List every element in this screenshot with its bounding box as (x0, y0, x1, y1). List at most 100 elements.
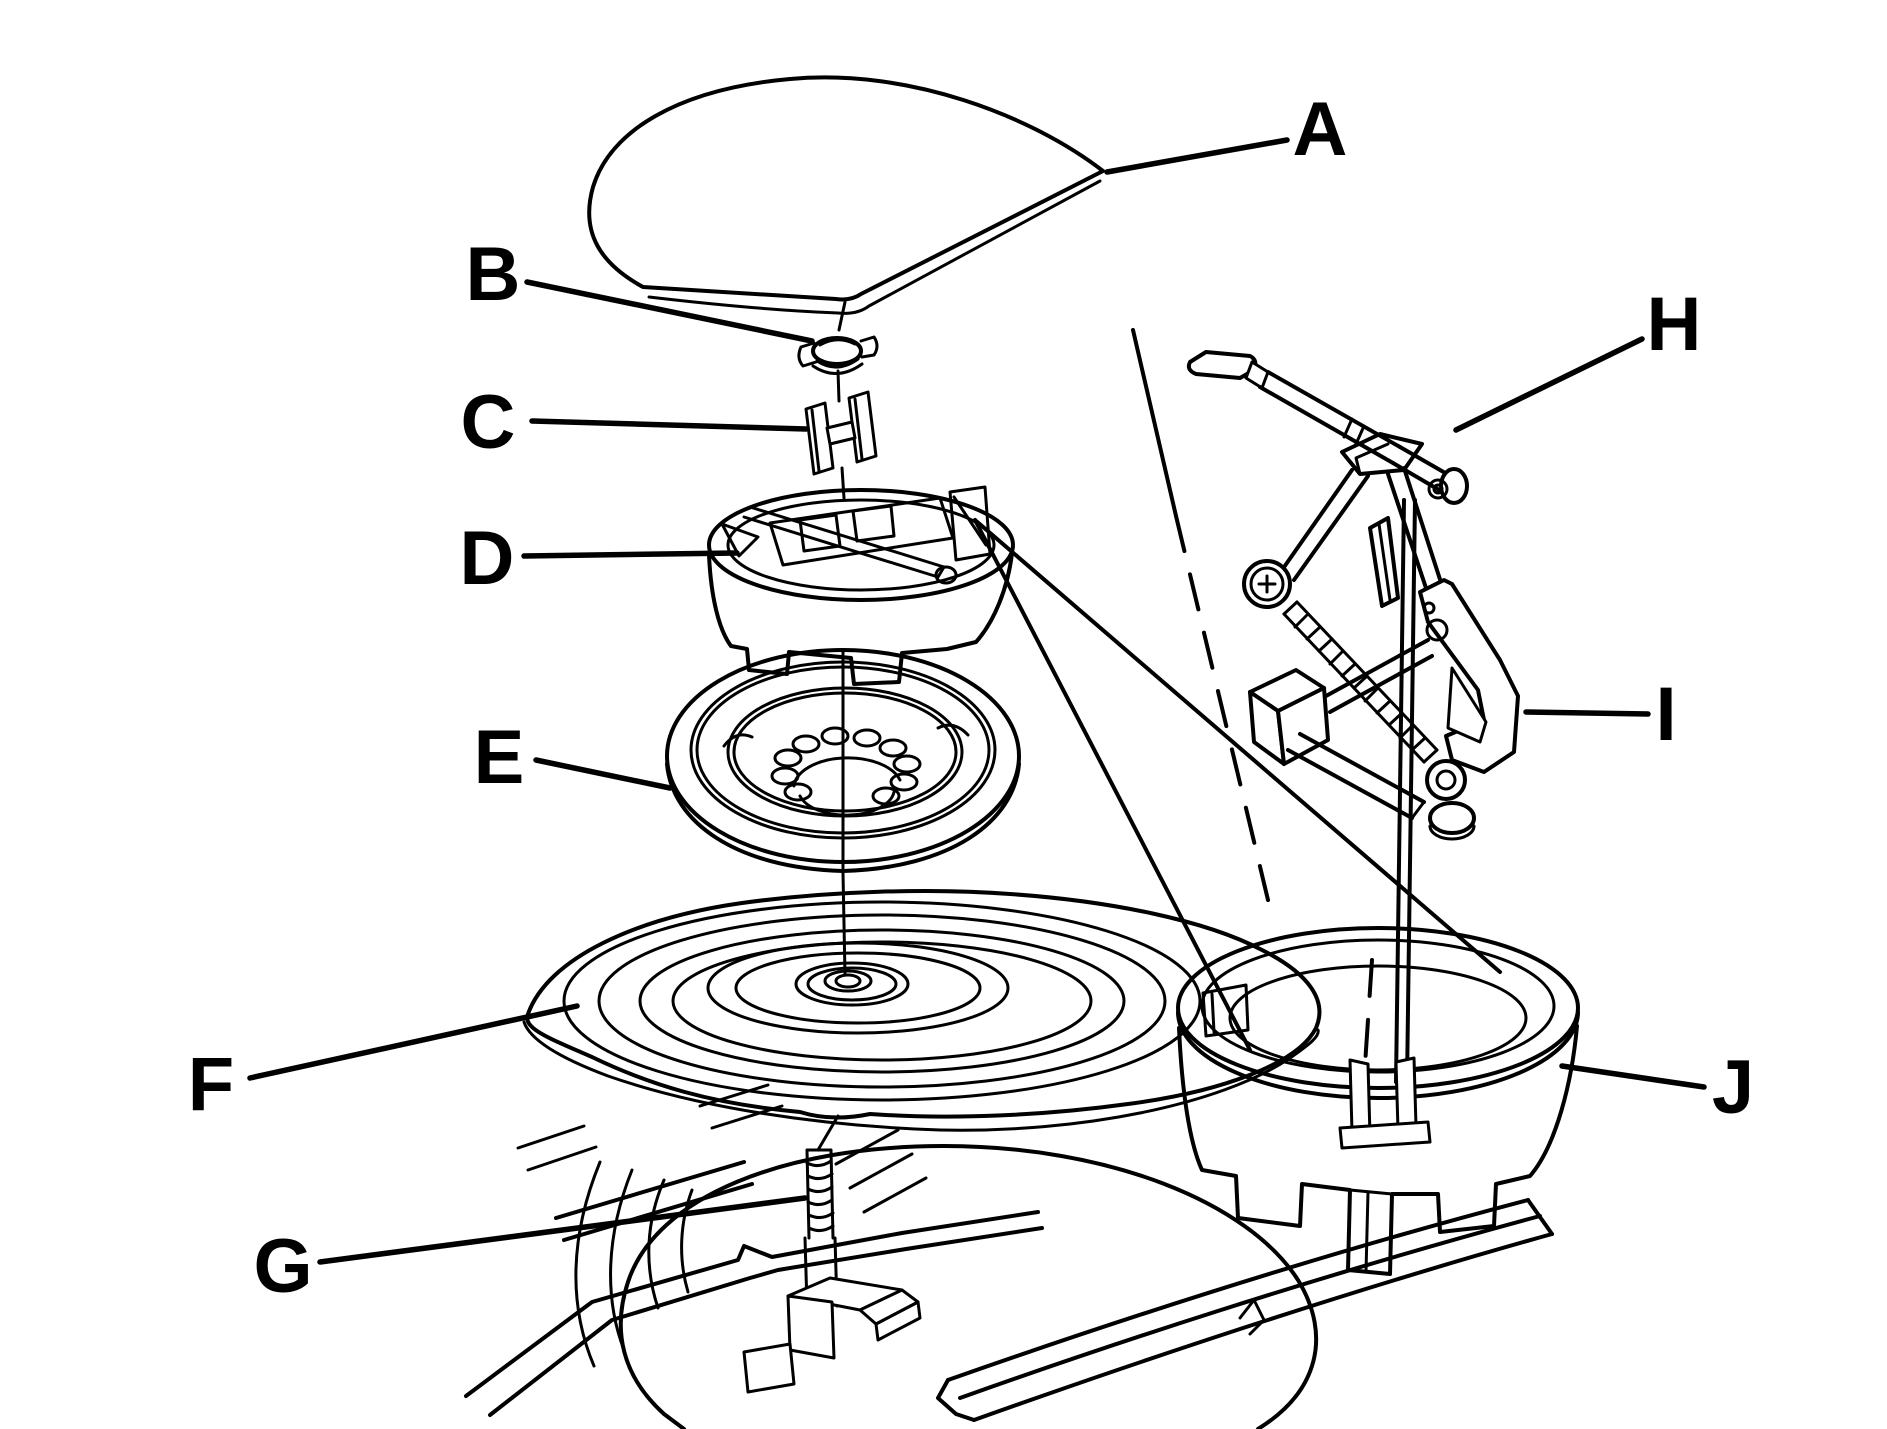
handle-grip (1391, 461, 1448, 496)
part-label-h: H (1647, 282, 1702, 367)
container-rim-inner (1200, 938, 1556, 1074)
jack-lower-arm (1324, 638, 1430, 698)
tool-holder-rim (707, 488, 1015, 602)
rim-notch (936, 723, 970, 737)
tray-boss (794, 961, 910, 1007)
clip-crossbar (825, 420, 857, 446)
tool-foam-insert (768, 496, 955, 567)
tool-holder-body (707, 551, 1014, 686)
handle-flat-tip (1186, 350, 1258, 380)
part-label-g: G (253, 1224, 312, 1309)
handle-collar (1244, 360, 1270, 390)
cover-panel (587, 75, 1105, 315)
handle-shaft (1266, 370, 1402, 449)
container-center-bracket (1348, 1058, 1372, 1138)
jack-lower-arm (1286, 748, 1414, 820)
tire-inner-ring (689, 660, 997, 840)
tire-outer (665, 648, 1021, 864)
sill-notch (1238, 1298, 1266, 1336)
part-labels: A B C D E F G H I J (188, 87, 1754, 1309)
leader-line-i (1523, 709, 1651, 717)
hatch-line (834, 1128, 900, 1166)
fan-line (973, 518, 1502, 974)
tire-tray (522, 889, 1322, 1132)
tray-ring (597, 913, 1167, 1089)
jack-foot-block (1276, 686, 1330, 766)
projection-line (1131, 328, 1178, 518)
sill-strip (972, 1232, 1554, 1422)
tire-inner-ring (695, 665, 991, 835)
container-rim-outer (1176, 926, 1580, 1090)
hidden-projection-line (1362, 958, 1374, 1082)
part-label-c: C (461, 380, 516, 465)
container-front-tab (1364, 1190, 1370, 1274)
jack-upper-arm (1402, 466, 1448, 600)
hatch-line (516, 1124, 586, 1150)
leader-line-c (529, 418, 809, 432)
container-floor (1228, 964, 1528, 1072)
cover-panel-top (587, 75, 1105, 302)
wheel-rim-ring (726, 686, 964, 818)
wing-nut-left-wing (797, 341, 818, 368)
leader-line-d (521, 550, 740, 559)
fan-line (973, 518, 1252, 1052)
wheel-wrench-rod (742, 505, 946, 579)
leader-line-h (1453, 336, 1645, 433)
handle-mid-band (1342, 417, 1366, 446)
part-label-a: A (1293, 87, 1348, 172)
wheelhouse-arc (680, 1188, 694, 1294)
tray-ring (638, 928, 1126, 1074)
part-label-f: F (188, 1042, 234, 1127)
handle-shaft (1258, 385, 1395, 465)
sill-strip (958, 1214, 1542, 1400)
cover-panel-thickness (647, 179, 1102, 315)
jack-roller (1428, 801, 1476, 835)
scissor-jack (1242, 432, 1520, 841)
jack-lower-arm (1328, 654, 1434, 714)
hatch-line (862, 1176, 928, 1214)
jack-upper-arm (1292, 474, 1370, 582)
tray-boss (806, 966, 898, 1002)
wheelhouse-arc (647, 1178, 666, 1310)
tray-hub (734, 951, 982, 1025)
container-inner-tab (1201, 983, 1250, 1038)
deck-edge (554, 1160, 746, 1220)
jack-lower-arm (1298, 732, 1426, 804)
jack-handle (1186, 350, 1469, 505)
leader-line-g (317, 1195, 808, 1265)
floor-opening-edge (464, 1210, 1040, 1398)
tire-tread (665, 762, 1021, 873)
hidden-projection-line (1174, 514, 1270, 902)
bolt-bracket-front (786, 1294, 836, 1360)
leader-line-a (1104, 137, 1290, 175)
jack-side-plate (1418, 578, 1520, 774)
wheelhouse-arc (574, 1160, 602, 1368)
wheel-bolt-holes (770, 726, 922, 806)
trunk-floor (464, 1083, 1554, 1429)
spare-tire-well-left (618, 1280, 686, 1429)
container-center-bracket (1394, 1056, 1418, 1132)
retainer-clip (804, 390, 878, 476)
assembly-projection-lines (973, 328, 1502, 1082)
hatch-line (526, 1145, 598, 1172)
anchor-bolt (742, 1148, 922, 1394)
sill-left-hook (936, 1378, 976, 1422)
tray-outline (525, 889, 1322, 1120)
wing-nut-body (811, 336, 863, 366)
part-label-b: B (466, 232, 521, 317)
tray-ring (671, 940, 1093, 1062)
screw-head-cross (1257, 574, 1277, 594)
bolt-bracket-foot (742, 1342, 796, 1394)
wing-nut-right-wing (859, 335, 879, 359)
tray-thickness (522, 1020, 1320, 1132)
spare-tire (665, 648, 1021, 873)
jack-plate-hole (1422, 601, 1436, 615)
leader-line-b (524, 279, 815, 344)
container-body (1177, 1024, 1579, 1276)
jack-upper-arm (1386, 472, 1434, 608)
leader-line-f (247, 1003, 580, 1081)
jack-side-plate-window (1446, 666, 1488, 744)
bolt-threads (805, 1159, 835, 1233)
